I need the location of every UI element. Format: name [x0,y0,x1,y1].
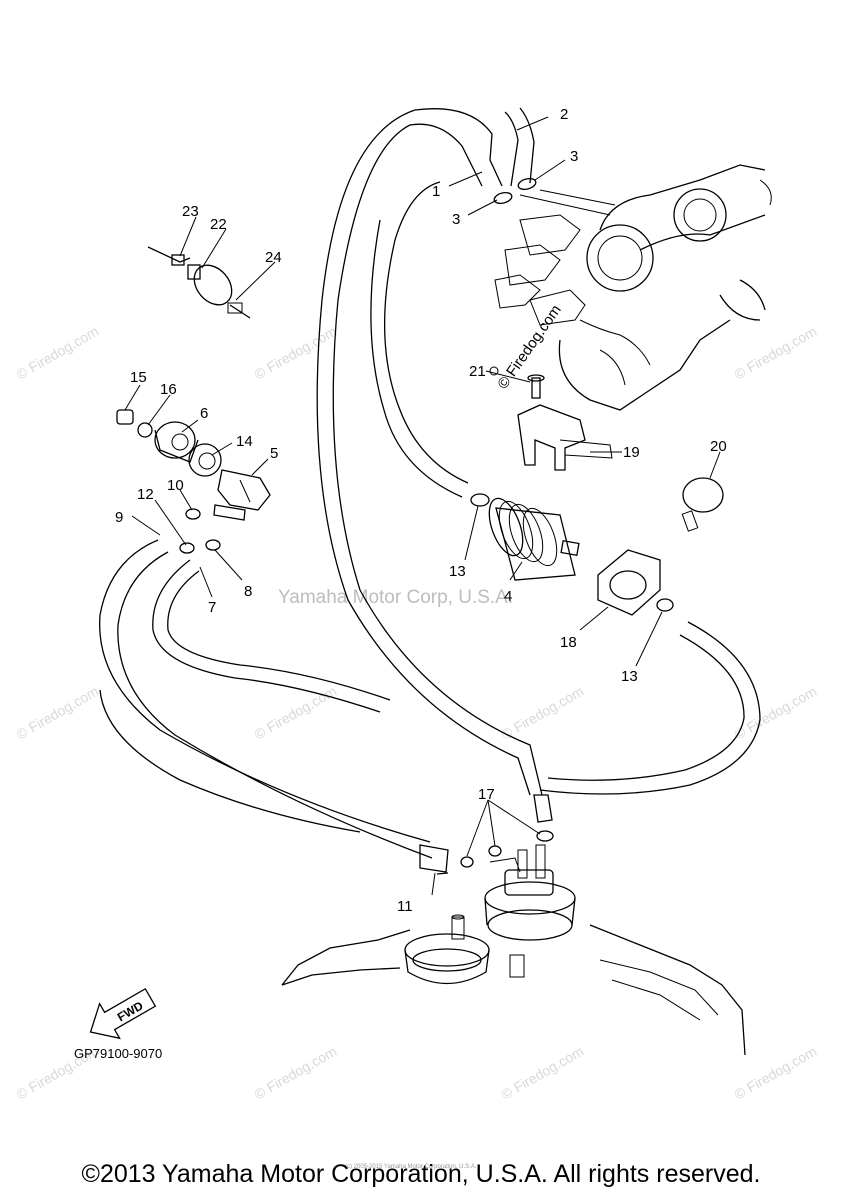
part-label-24: 24 [265,249,282,266]
part-label-11: 11 [397,898,413,915]
part-label-13-right: 13 [621,668,638,685]
part-label-14: 14 [236,433,253,450]
fwd-arrow: FWD [89,987,157,1040]
part-label-2: 2 [560,106,568,123]
band-20 [681,477,724,532]
part-label-16: 16 [160,381,177,398]
part-label-8: 8 [244,583,252,600]
watermark-group: © Firedog.com © Firedog.com © Firedog.co… [14,302,820,1103]
watermark-text: © Firedog.com [499,1043,587,1103]
fuel-cock-assembly [116,409,271,554]
part-label-group: 1 2 3 3 4 5 6 7 8 9 10 11 12 13 13 14 15… [115,106,727,915]
part-label-12: 12 [137,486,154,503]
watermark-text: © Firedog.com [14,323,102,383]
part-label-9: 9 [115,509,123,526]
part-label-10: 10 [167,477,184,494]
screw-21 [489,366,545,399]
clip-13-right [656,598,674,612]
watermark-text: © Firedog.com [252,683,340,743]
fuel-filter [488,497,580,581]
fine-print: (c) 2005-2015 Yamaha Motor Corporation, … [345,1164,477,1170]
part-label-13-left: 13 [449,563,466,580]
watermark-text: © Firedog.com [14,683,102,743]
watermark-text: © Firedog.com [732,323,820,383]
watermark-text: © Firedog.com [252,1043,340,1103]
part-label-3-top: 3 [570,148,578,165]
watermark-center: Yamaha Motor Corp, U.S.A. [278,587,513,608]
part-label-1: 1 [432,183,440,200]
filler-neck [404,914,490,985]
fuel-pump-assembly [484,844,576,978]
part-label-6: 6 [200,405,208,422]
hose-group [99,107,761,875]
clip-3-group [493,177,537,205]
part-label-19: 19 [623,444,640,461]
part-label-22: 22 [210,216,227,233]
clip-13-left [470,493,490,507]
part-label-5: 5 [270,445,278,462]
part-label-23: 23 [182,203,199,220]
part-label-4: 4 [504,588,512,605]
diagram-code: GP79100-9070 [74,1046,162,1061]
cable-tie [147,246,251,319]
watermark-text: © Firedog.com [252,323,340,383]
part-label-20: 20 [710,438,727,455]
part-label-17: 17 [478,786,495,803]
watermark-text: © Firedog.com [494,302,564,393]
part-label-15: 15 [130,369,147,386]
bracket-19 [517,404,613,471]
part-label-18: 18 [560,634,577,651]
engine-outline [494,164,772,411]
part-label-21: 21 [469,363,486,380]
fuel-tank [281,924,746,1056]
part-label-7: 7 [208,599,216,616]
bracket-18 [597,549,661,616]
leader-lines [124,116,721,896]
watermark-text: © Firedog.com [499,683,587,743]
copyright-notice: ©2013 Yamaha Motor Corporation, U.S.A. A… [81,1160,761,1188]
watermark-text: © Firedog.com [732,683,820,743]
part-label-3-bottom: 3 [452,211,460,228]
